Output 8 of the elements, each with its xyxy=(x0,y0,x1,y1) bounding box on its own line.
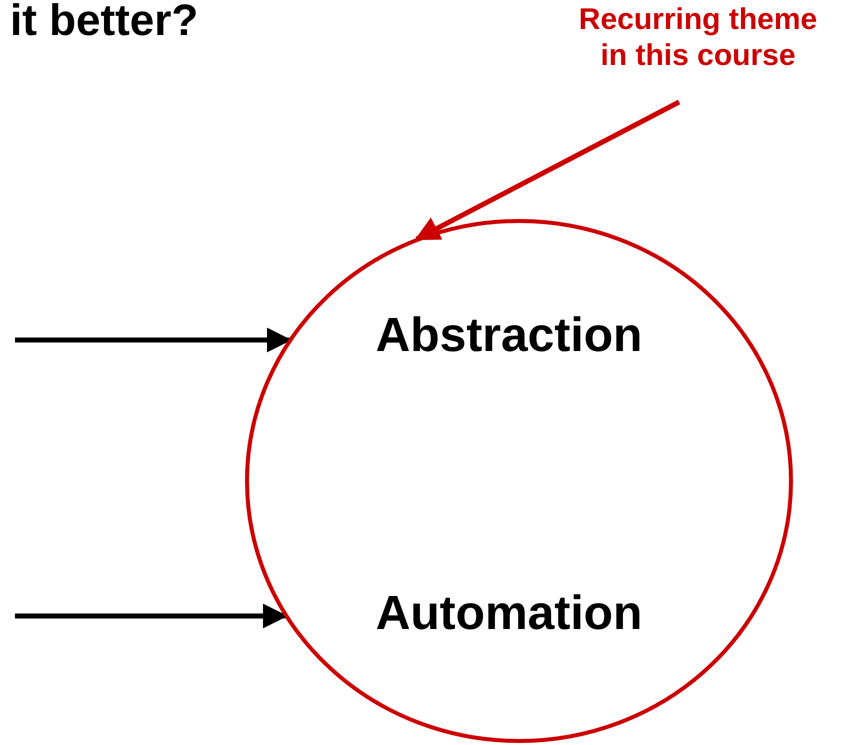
arrow xyxy=(414,100,680,242)
annotation-text: Recurring theme in this course xyxy=(578,2,818,74)
node-text: Abstraction xyxy=(374,308,644,364)
arrow xyxy=(15,604,288,628)
heading-text: it better? xyxy=(10,0,198,46)
arrow xyxy=(15,328,292,352)
node-text: Automation xyxy=(374,586,644,642)
circle xyxy=(245,219,793,743)
